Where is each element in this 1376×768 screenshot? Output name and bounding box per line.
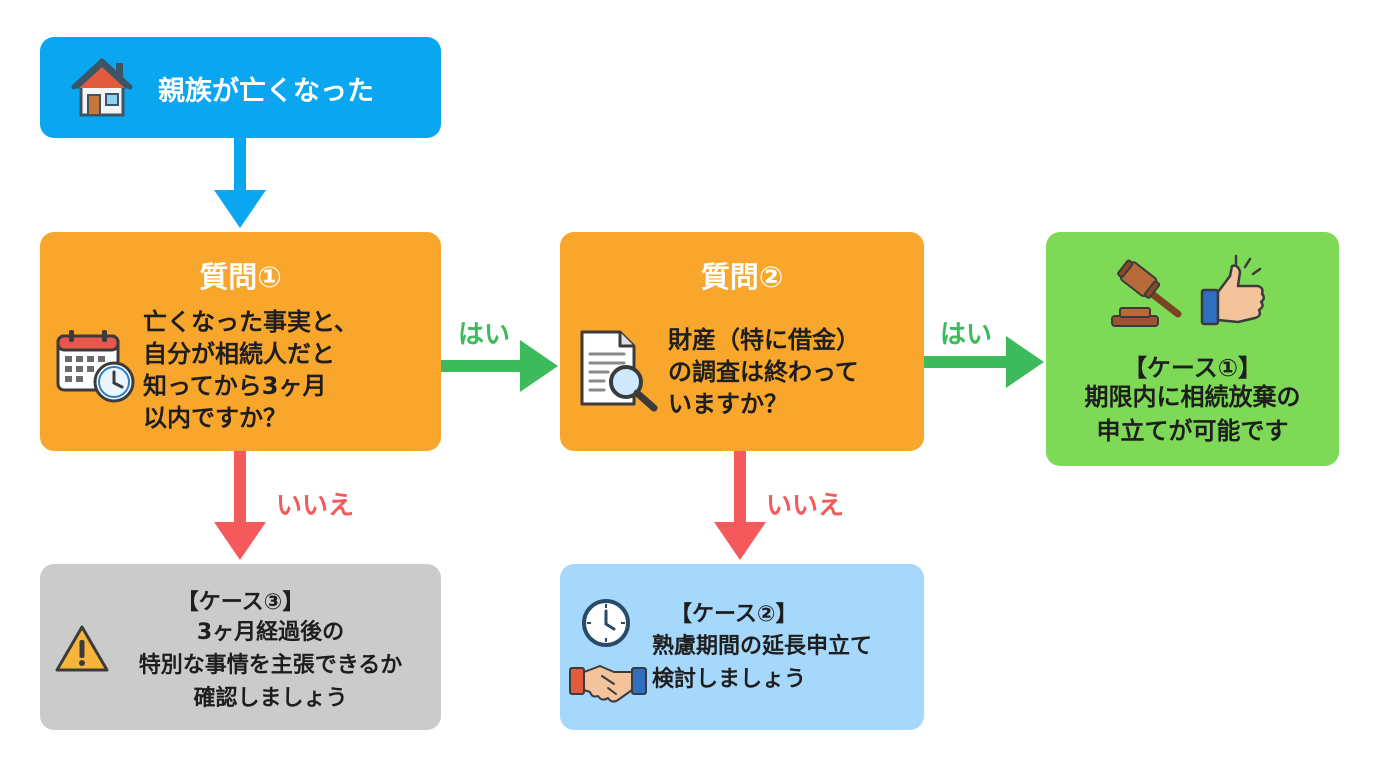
case-3-node: 【ケース③】 3ヶ月経過後の 特別な事情を主張できるか 確認しましょう: [40, 564, 441, 730]
question-2-node: 質問② 財産（特に借金） の調査は終わって いますか？: [560, 232, 924, 451]
case-1-title: 【ケース①】: [1122, 354, 1263, 382]
question-2-line: の調査は終わって: [668, 358, 859, 386]
case-2-text: 熟慮期間の延長申立て 検討しましょう: [652, 630, 872, 696]
case-3-title: 【ケース③】: [176, 590, 305, 615]
start-node: 親族が亡くなった: [40, 37, 441, 138]
question-2-line: いますか？: [668, 390, 788, 418]
case-2-title: 【ケース②】: [670, 602, 798, 627]
case-3-text: 3ヶ月経過後の 特別な事情を主張できるか 確認しましょう: [100, 616, 441, 715]
house-icon: [71, 58, 133, 117]
question-1-line: 以内ですか？: [143, 404, 287, 432]
question-2-line: 財産（特に借金）: [668, 326, 860, 354]
case-2-line: 熟慮期間の延長申立て: [652, 634, 873, 659]
case-1-line: 申立てが可能です: [1096, 417, 1289, 445]
question-2-title: 質問②: [700, 260, 784, 294]
case-1-line: 期限内に相続放棄の: [1084, 383, 1301, 411]
question-1-line: 自分が相続人だと: [143, 340, 335, 368]
case-3-line: 確認しましょう: [193, 686, 348, 711]
q1-yes-label: はい: [458, 320, 511, 350]
case-2-line: 検討しましょう: [652, 667, 807, 692]
arrow-q2-yes: [924, 336, 1044, 388]
arrow-q2-no: [714, 451, 766, 560]
gavel-icon: [1111, 259, 1182, 327]
case-1-node: 【ケース①】 期限内に相続放棄の 申立てが可能です: [1046, 232, 1339, 466]
case-3-line: 3ヶ月経過後の: [196, 620, 345, 645]
start-title: 親族が亡くなった: [158, 76, 374, 107]
document-magnifier-icon: [580, 330, 658, 412]
warning-icon: [55, 625, 109, 672]
question-1-node: 質問① 亡くなった事実と、 自分が相続人だと 知ってから3ヶ月 以内ですか？: [40, 232, 441, 451]
question-1-line: 亡くなった事実と、: [143, 308, 359, 336]
clock-icon: [582, 599, 630, 647]
arrow-q1-no: [214, 451, 266, 560]
case-3-line: 特別な事情を主張できるか: [138, 653, 403, 678]
question-1-text: 亡くなった事実と、 自分が相続人だと 知ってから3ヶ月 以内ですか？: [143, 306, 358, 434]
question-1-title: 質問①: [199, 260, 282, 294]
question-1-line: 知ってから3ヶ月: [143, 372, 327, 400]
q2-no-label: いいえ: [766, 491, 845, 521]
case-2-node: 【ケース②】 熟慮期間の延長申立て 検討しましょう: [560, 564, 924, 730]
handshake-icon: [569, 665, 647, 703]
q2-yes-label: はい: [940, 320, 993, 350]
question-2-text: 財産（特に借金） の調査は終わって いますか？: [668, 324, 860, 420]
q1-no-label: いいえ: [276, 491, 355, 521]
calendar-clock-icon: [56, 330, 135, 403]
case-1-text: 期限内に相続放棄の 申立てが可能です: [1046, 380, 1339, 448]
thumbs-up-icon: [1200, 254, 1265, 326]
arrow-start-to-q1: [214, 138, 266, 228]
arrow-q1-yes: [441, 340, 558, 392]
